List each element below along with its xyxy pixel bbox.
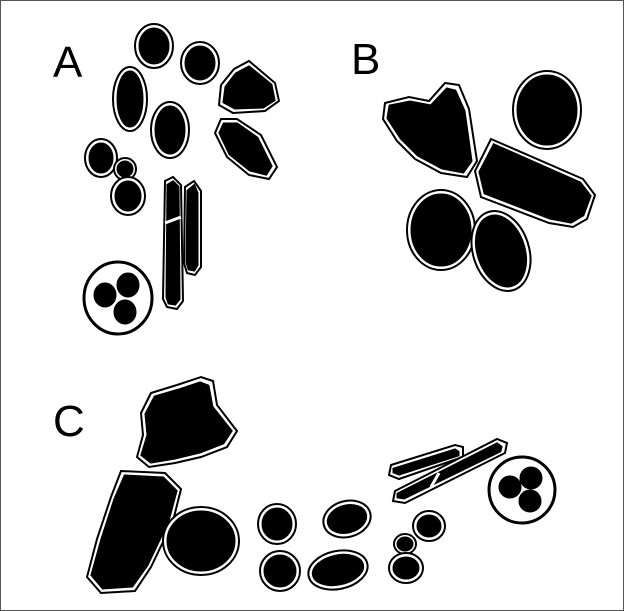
shape-a-small-chain xyxy=(85,139,145,215)
panel-b: B xyxy=(351,35,595,299)
shape-a-rod-right xyxy=(184,181,201,275)
shape-a-rod-left xyxy=(163,177,183,309)
shape-c-irregular-top xyxy=(137,377,237,467)
shape-a-oval-middle xyxy=(151,102,189,158)
shape-b-oval-top-right xyxy=(513,71,581,149)
shape-a-round-top xyxy=(135,24,173,68)
shape-c-oval-large xyxy=(163,507,239,575)
shape-b-irregular-left xyxy=(383,83,477,177)
shape-a-oval-tall-left xyxy=(113,67,147,131)
shape-a-polygon-lower-right xyxy=(215,119,277,179)
shape-c-circle-cluster xyxy=(489,457,555,523)
panel-c: C xyxy=(53,377,555,595)
shape-c-oval-pair xyxy=(305,495,375,594)
panel-a: A xyxy=(53,24,279,334)
panel-b-label: B xyxy=(351,35,380,84)
panel-c-label: C xyxy=(53,397,85,446)
shape-b-oval-bottom-left xyxy=(407,190,475,270)
shape-c-round-pair xyxy=(258,504,300,591)
shape-a-circle-cluster xyxy=(84,262,152,334)
panel-a-label: A xyxy=(53,38,83,87)
shape-c-small-chain xyxy=(389,511,445,583)
shape-a-polygon-upper-right xyxy=(219,61,279,113)
shape-a-round-right xyxy=(181,42,219,84)
